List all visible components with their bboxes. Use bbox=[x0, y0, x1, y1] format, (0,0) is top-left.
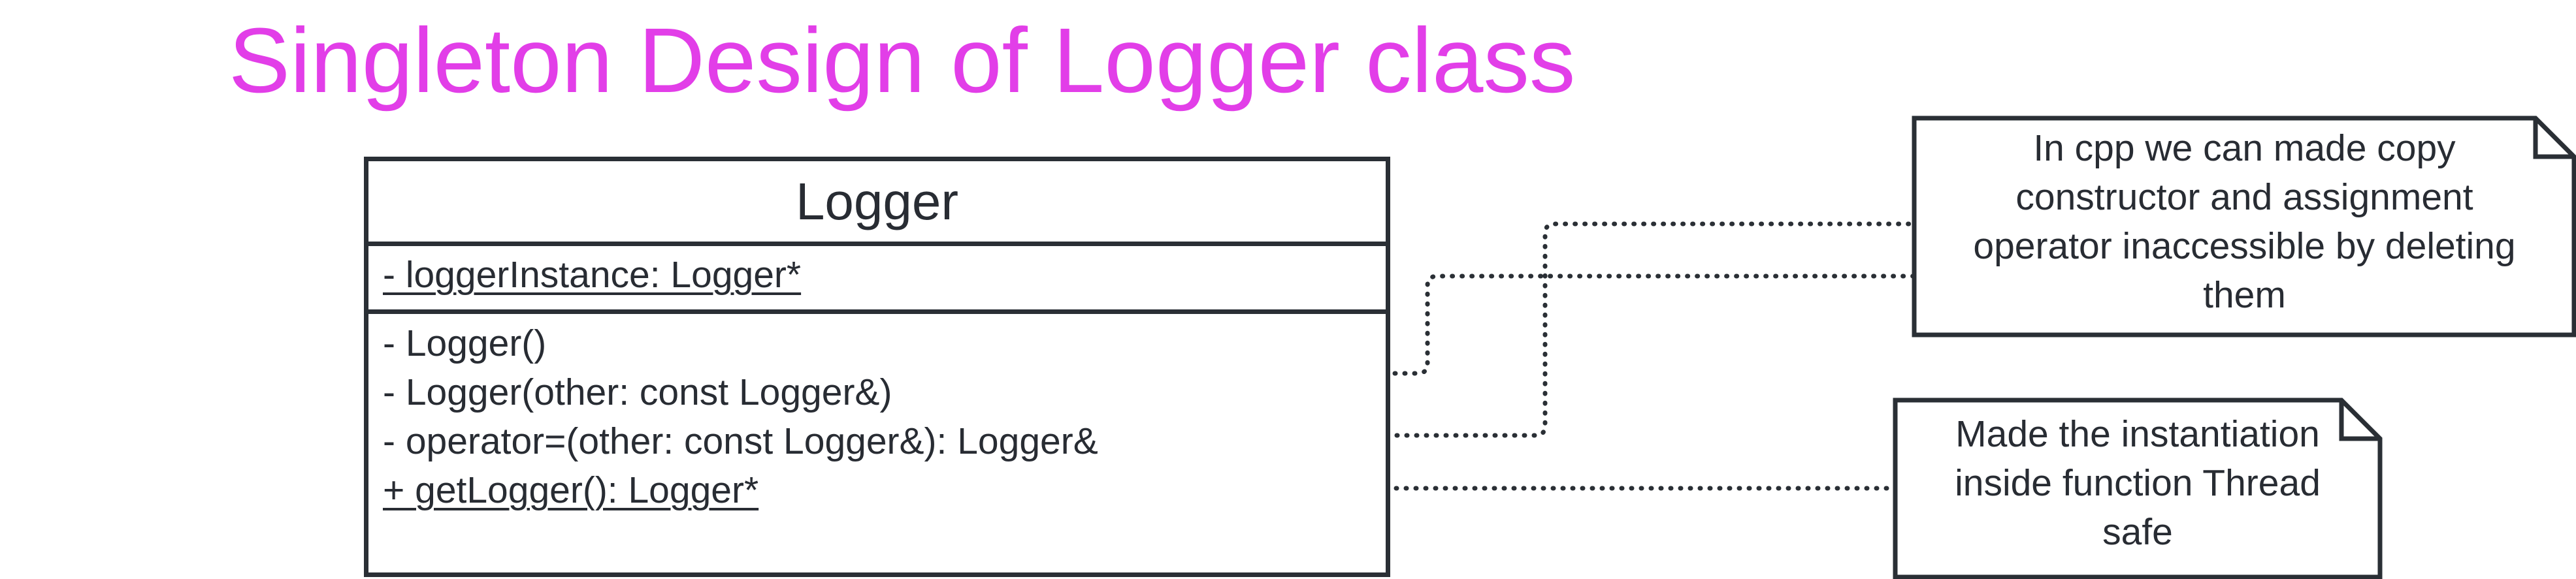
note-line: safe bbox=[2102, 511, 2173, 553]
note-thread-safe-text: Made the instantiation inside function T… bbox=[1901, 410, 2374, 557]
note-copy-assignment-text: In cpp we can made copy constructor and … bbox=[1919, 124, 2569, 320]
note-line: them bbox=[2203, 274, 2286, 316]
note-line: Made the instantiation bbox=[1955, 413, 2320, 455]
class-methods: - Logger() - Logger(other: const Logger&… bbox=[368, 314, 1386, 515]
class-attributes: - loggerInstance: Logger* bbox=[368, 246, 1386, 314]
note-line: inside function Thread bbox=[1955, 462, 2321, 504]
connector-copy-constructor-to-note bbox=[941, 274, 1916, 376]
method-assignment-operator: - operator=(other: const Logger&): Logge… bbox=[383, 420, 1098, 462]
note-thread-safe bbox=[1893, 398, 2383, 579]
method-copy-constructor: - Logger(other: const Logger&) bbox=[383, 371, 892, 413]
attribute-logger-instance: - loggerInstance: Logger* bbox=[383, 254, 802, 296]
note-copy-assignment bbox=[1912, 116, 2576, 337]
method-constructor: - Logger() bbox=[383, 322, 547, 364]
method-get-logger: + getLogger(): Logger* bbox=[383, 469, 759, 511]
note-fold-corner bbox=[2339, 400, 2380, 441]
note-line: In cpp we can made copy bbox=[2033, 127, 2456, 169]
class-name: Logger bbox=[368, 161, 1386, 246]
diagram-title: Singleton Design of Logger class bbox=[229, 8, 1576, 112]
uml-class-logger: Logger - loggerInstance: Logger* - Logge… bbox=[364, 157, 1390, 577]
note-line: operator inaccessible by deleting bbox=[1973, 225, 2516, 267]
note-fold-corner bbox=[2533, 118, 2574, 159]
note-line: constructor and assignment bbox=[2015, 176, 2473, 218]
